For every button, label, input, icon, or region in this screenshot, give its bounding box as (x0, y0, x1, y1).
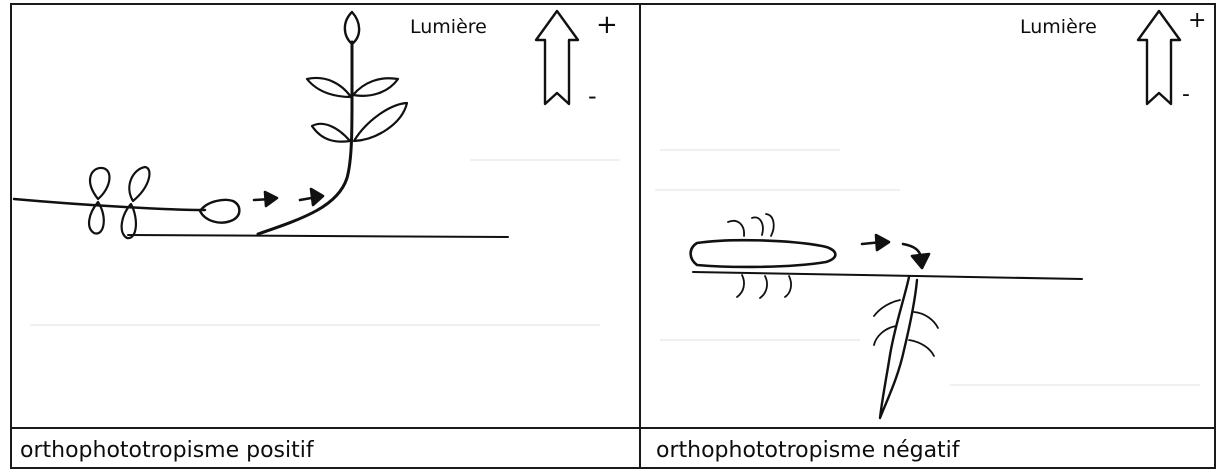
minus-sign-negative: - (1182, 84, 1190, 106)
light-label-positive: Lumière (410, 18, 487, 37)
plus-sign-positive: + (596, 12, 618, 38)
light-label-negative: Lumière (1020, 18, 1097, 37)
minus-sign-positive: - (588, 84, 597, 108)
plus-sign-negative: + (1188, 10, 1206, 32)
caption-positive: orthophototropisme positif (20, 440, 314, 462)
caption-negative: orthophototropisme négatif (656, 440, 960, 462)
